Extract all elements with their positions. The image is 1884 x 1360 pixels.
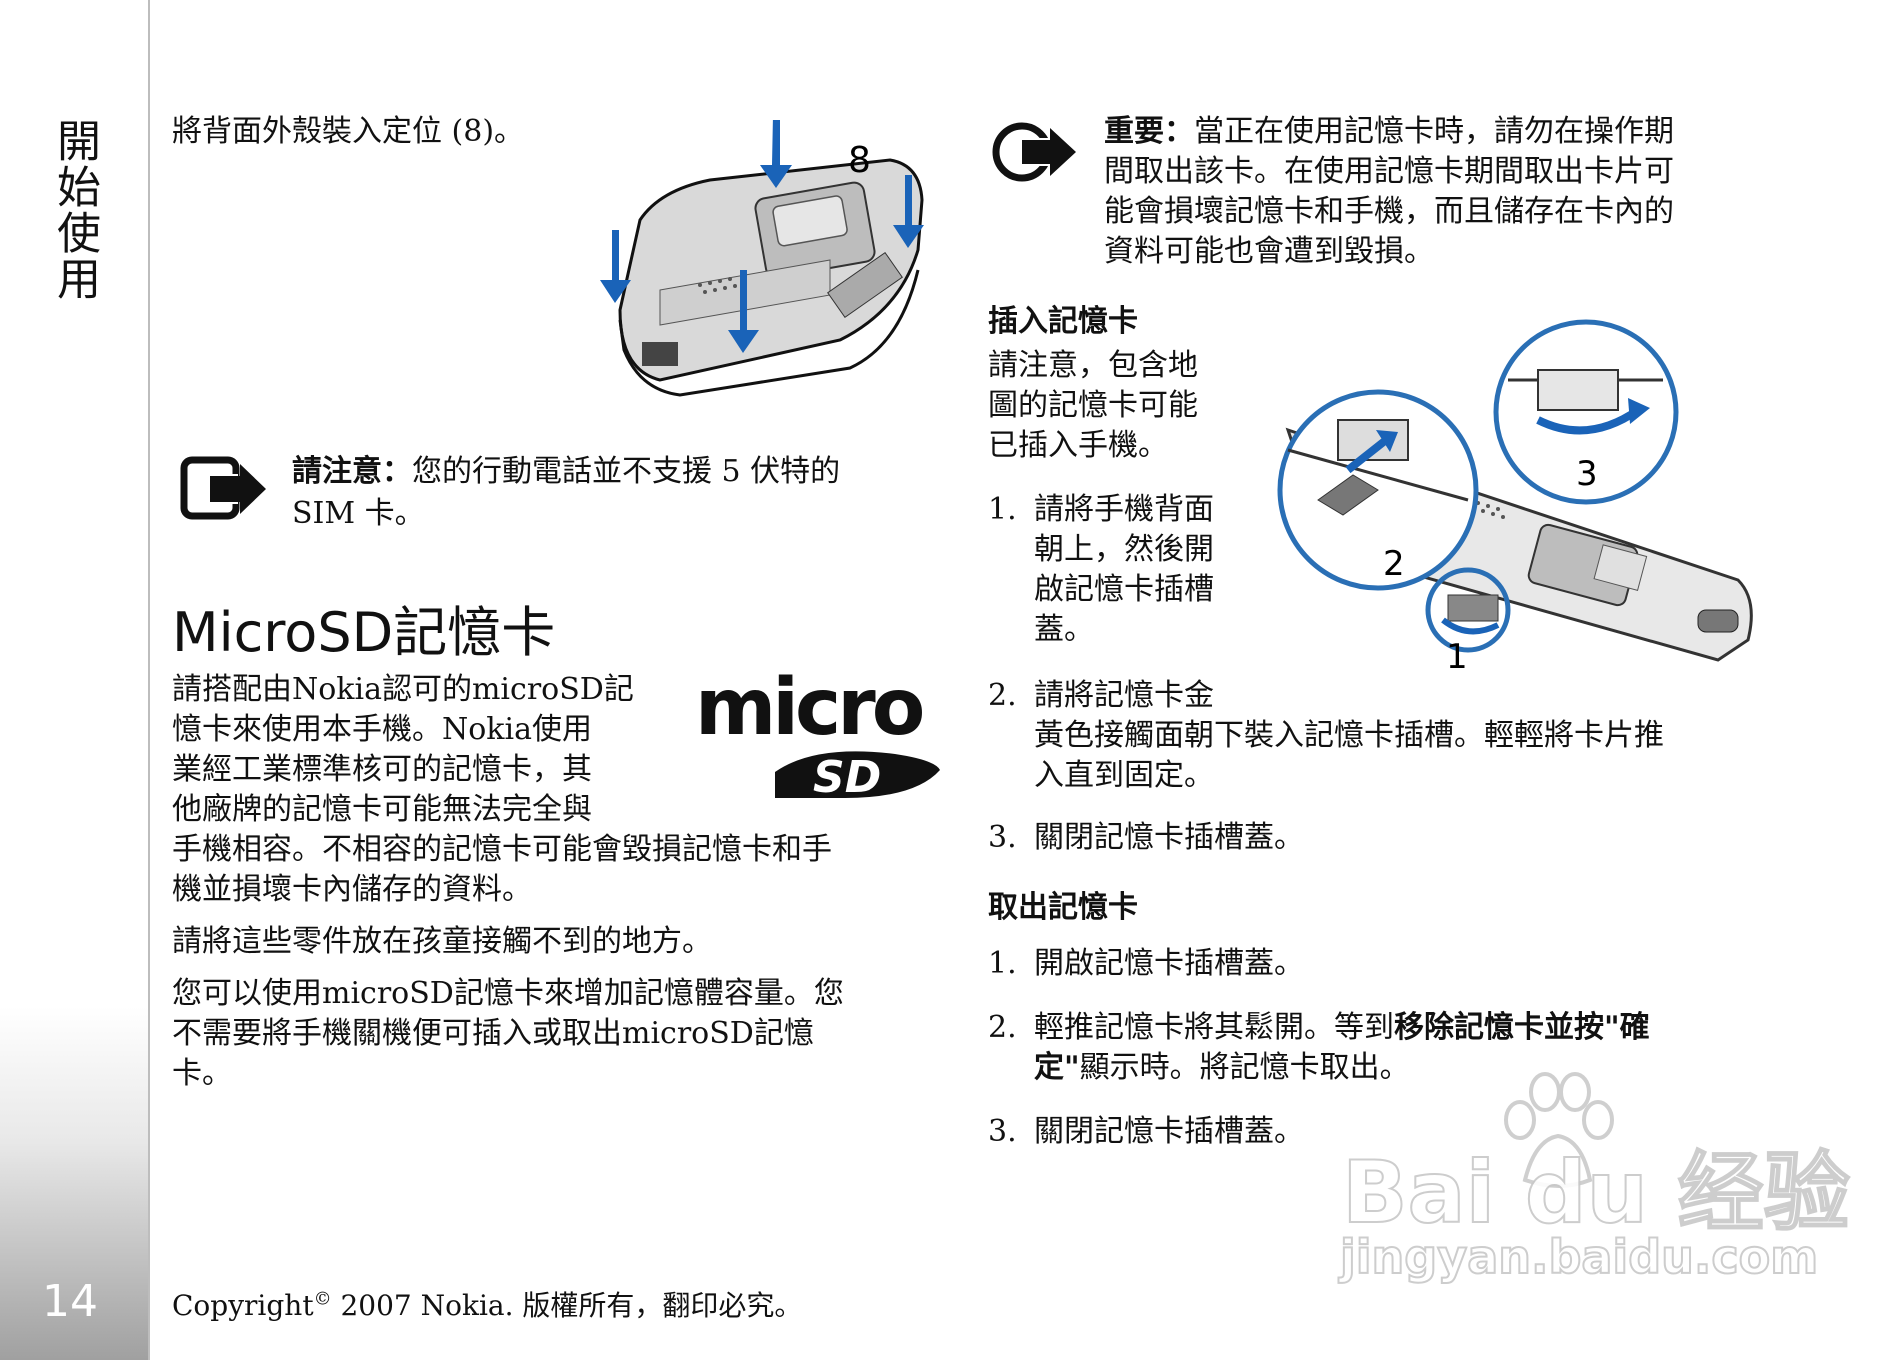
remove-step-text: 開啟記憶卡插槽蓋。 xyxy=(1034,946,1304,981)
important-label: 重要： xyxy=(1104,114,1194,149)
insert-step-line: 入直到固定。 xyxy=(1034,758,1214,793)
important-line: 間取出該卡。在使用記憶卡期間取出卡片可 xyxy=(1104,154,1674,189)
svg-text:SD: SD xyxy=(813,752,881,802)
watermark-brand: Bai du 经验 xyxy=(1341,1142,1851,1244)
insert-card-figure: 2 3 1 xyxy=(1277,319,1753,670)
note-line2: SIM 卡。 xyxy=(292,496,425,531)
arrow-icon xyxy=(893,175,924,248)
insert-step-line: 啟記憶卡插槽 xyxy=(1034,572,1214,607)
insert-step-line: 黃色接觸面朝下裝入記憶卡插槽。輕輕將卡片推 xyxy=(1034,718,1664,753)
arrow-icon xyxy=(760,120,792,188)
para1-line: 請搭配由Nokia認可的microSD記 xyxy=(172,672,634,707)
arrow-icon xyxy=(600,230,631,303)
note-line1: 請注意：您的行動電話並不支援 5 伏特的 xyxy=(292,454,841,489)
remove-step-number: 1. xyxy=(988,946,1017,981)
watermark-url: jingyan.baidu.com xyxy=(1339,1229,1819,1285)
note-icon xyxy=(180,456,266,520)
note-label: 請注意： xyxy=(292,454,412,489)
insert-note-line: 圖的記憶卡可能 xyxy=(988,388,1198,423)
para3-line: 卡。 xyxy=(172,1056,232,1091)
para2: 請將這些零件放在孩童接觸不到的地方。 xyxy=(172,924,712,959)
remove-heading: 取出記憶卡 xyxy=(988,890,1138,925)
back-cover-figure: 8 xyxy=(600,120,924,397)
figure8-label: 8 xyxy=(848,140,871,181)
page-heading: MicroSD記憶卡 xyxy=(172,601,556,664)
remove-step-number: 2. xyxy=(988,1010,1017,1045)
para3-line: 您可以使用microSD記憶卡來增加記憶體容量。您 xyxy=(172,976,844,1011)
figure-label-3: 3 xyxy=(1576,454,1598,494)
footer-copyright: Copyright© 2007 Nokia. 版權所有，翻印必究。 xyxy=(172,1288,803,1322)
insert-heading: 插入記憶卡 xyxy=(988,304,1138,339)
insert-step-line: 朝上，然後開 xyxy=(1034,532,1214,567)
important-icon xyxy=(992,122,1076,182)
insert-step-line: 關閉記憶卡插槽蓋。 xyxy=(1034,820,1304,855)
svg-text:micro: micro xyxy=(695,672,923,753)
insert-step-number: 1. xyxy=(988,492,1017,527)
para1-line: 業經工業標準核可的記憶卡，其 xyxy=(172,752,592,787)
insert-step-line: 請將記憶卡金 xyxy=(1034,678,1214,713)
insert-step-line: 蓋。 xyxy=(1034,612,1094,647)
remove-step-number: 3. xyxy=(988,1114,1017,1149)
remove-step-text: 關閉記憶卡插槽蓋。 xyxy=(1034,1114,1304,1149)
figure-label-2: 2 xyxy=(1383,544,1405,584)
important-line1: 重要：當正在使用記憶卡時，請勿在操作期 xyxy=(1104,114,1674,149)
important-line: 資料可能也會遭到毀損。 xyxy=(1104,234,1434,269)
insert-step-number: 2. xyxy=(988,678,1017,713)
insert-step-number: 3. xyxy=(988,820,1017,855)
microsd-logo: micro SD xyxy=(695,672,940,802)
para1-line: 機並損壞卡內儲存的資料。 xyxy=(172,872,532,907)
remove-step-line: 輕推記憶卡將其鬆開。等到移除記憶卡並按"確 xyxy=(1034,1010,1650,1045)
para1-line: 他廠牌的記憶卡可能無法完全與 xyxy=(172,792,592,827)
para1-line: 手機相容。不相容的記憶卡可能會毀損記憶卡和手 xyxy=(172,832,832,867)
remove-step-line: 定"顯示時。將記憶卡取出。 xyxy=(1034,1050,1410,1085)
sidebar: 開始使用 14 xyxy=(0,0,150,1360)
figure-label-1: 1 xyxy=(1446,637,1468,670)
insert-step-line: 請將手機背面 xyxy=(1034,492,1214,527)
page-number: 14 xyxy=(42,1276,98,1327)
para3-line: 不需要將手機關機便可插入或取出microSD記憶 xyxy=(172,1016,814,1051)
insert-note-line: 已插入手機。 xyxy=(988,428,1168,463)
arrow-icon xyxy=(728,270,759,353)
step8-caption: 將背面外殼裝入定位 (8)。 xyxy=(172,114,525,149)
insert-note-line: 請注意，包含地 xyxy=(988,348,1198,383)
para1-line: 憶卡來使用本手機。Nokia使用 xyxy=(172,712,592,747)
section-title: 開始使用 xyxy=(49,118,100,302)
important-line: 能會損壞記憶卡和手機，而且儲存在卡內的 xyxy=(1104,194,1674,229)
baidu-paw-logo xyxy=(1504,1072,1614,1188)
